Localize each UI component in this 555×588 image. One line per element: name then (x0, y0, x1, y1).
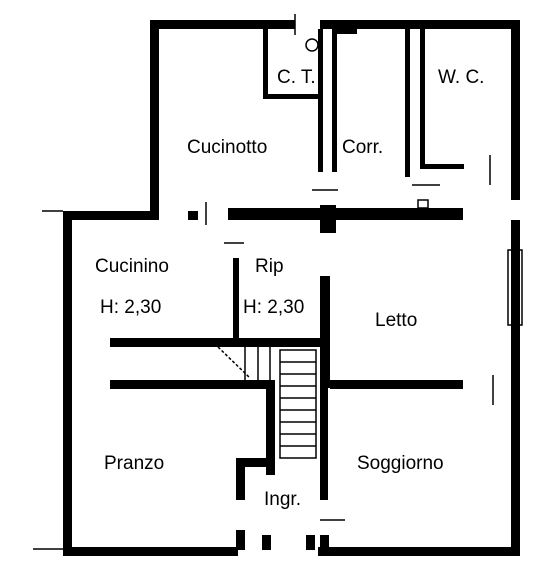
label-wc: W. C. (438, 67, 484, 88)
label-cucinino-height: H: 2,30 (100, 297, 161, 318)
staircase (217, 346, 317, 459)
interior-walls (110, 29, 464, 550)
outer-walls (63, 20, 520, 556)
label-cucinino: Cucinino (95, 256, 169, 277)
label-pranzo: Pranzo (104, 453, 164, 474)
label-ct: C. T. (277, 67, 316, 88)
label-corr: Corr. (342, 137, 383, 158)
door-marks (33, 14, 494, 550)
label-letto: Letto (375, 310, 417, 331)
label-rip: Rip (255, 256, 284, 277)
windows (94, 69, 523, 556)
label-ingr: Ingr. (264, 489, 301, 510)
label-cucinotto: Cucinotto (187, 137, 267, 158)
label-soggiorno: Soggiorno (357, 453, 444, 474)
label-rip-height: H: 2,30 (243, 297, 304, 318)
